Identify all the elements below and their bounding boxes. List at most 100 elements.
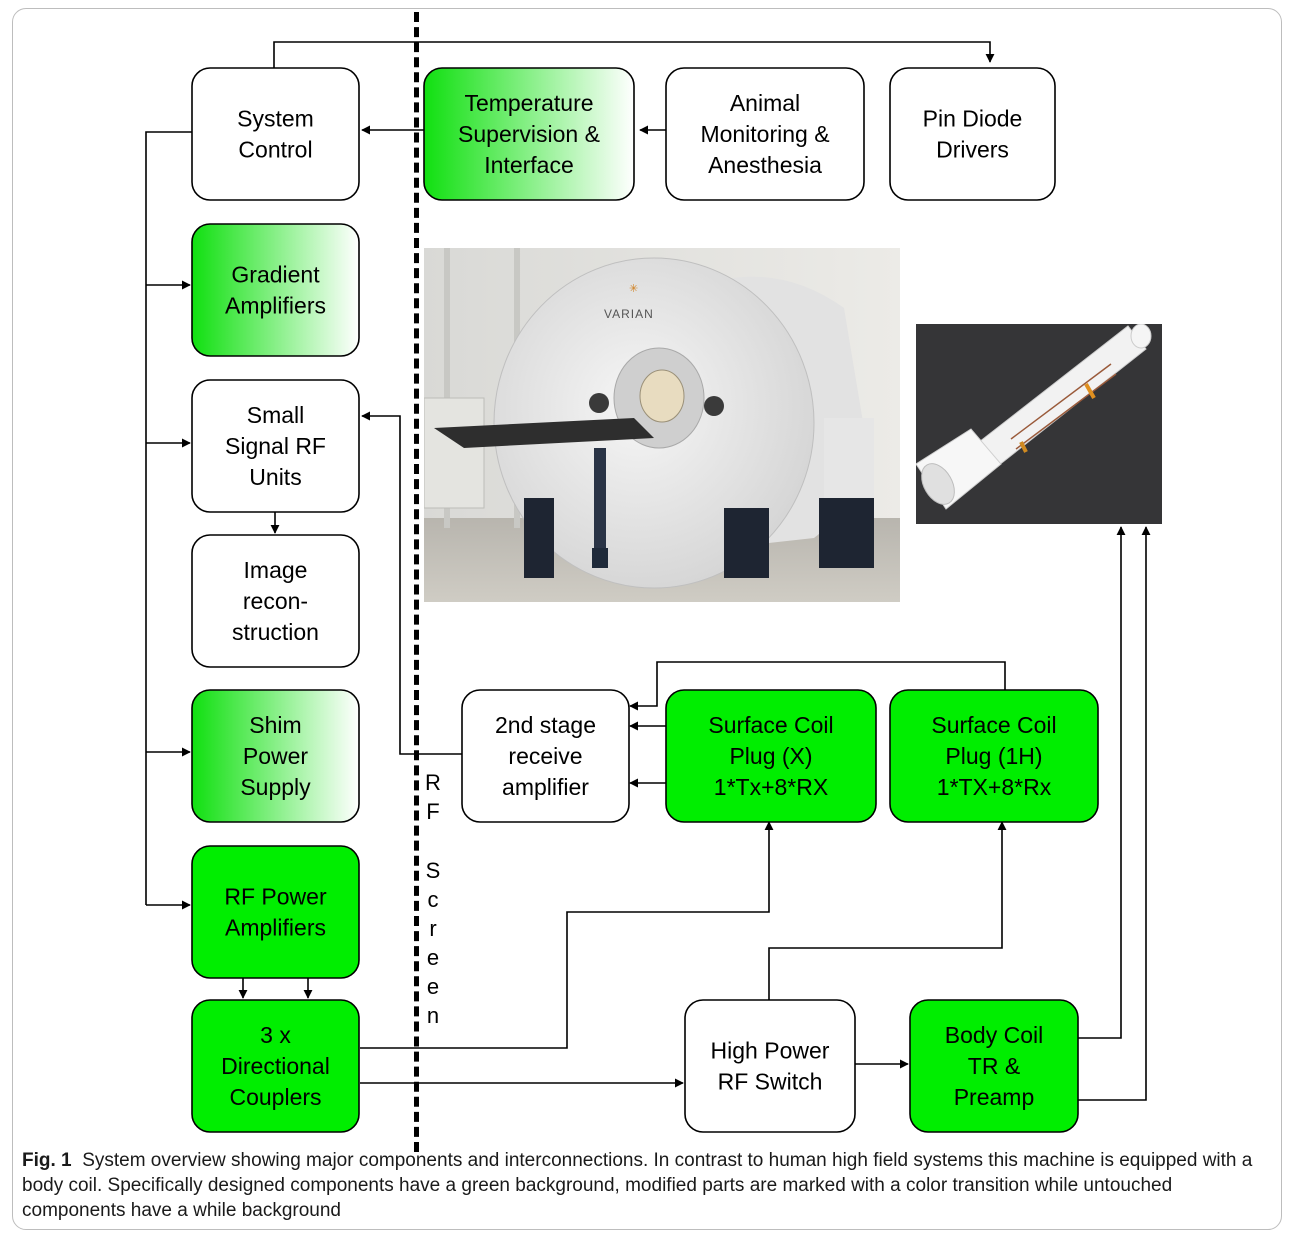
block-label-line: Directional [221, 1053, 330, 1079]
block-label-line: Amplifiers [225, 293, 326, 319]
block-label-line: Small [247, 402, 305, 428]
block-box [665, 67, 865, 201]
block-label-line: Plug (1H) [945, 743, 1042, 769]
block-label-line: Signal RF [225, 433, 326, 459]
block-box [191, 845, 360, 979]
block-label-line: 1*TX+8*Rx [937, 774, 1052, 800]
rf-screen-letter: c [428, 887, 439, 912]
block-label-line: Control [238, 137, 312, 163]
connector-bodycoil-photo-2 [1078, 526, 1151, 1101]
block-label-line: Image [244, 557, 308, 583]
block-label-line: receive [508, 743, 582, 769]
block-box [909, 999, 1079, 1133]
block-second-stage: 2nd stage receive amplifier [461, 689, 630, 823]
block-box [665, 689, 877, 823]
block-box [423, 67, 635, 201]
varian-logo-mark: ✳ [629, 283, 638, 295]
rf-screen-letter: r [429, 916, 436, 941]
block-label-line: Animal [730, 90, 800, 116]
block-label-line: Supervision & [458, 121, 600, 147]
block-box [889, 689, 1099, 823]
block-box [191, 999, 360, 1133]
block-label-line: Preamp [954, 1084, 1035, 1110]
varian-logo-text: VARIAN [604, 307, 654, 321]
connector-hpswitch-coil1h [768, 821, 1007, 1000]
rf-screen-letter: e [427, 945, 439, 970]
block-label-line: 2nd stage [495, 712, 596, 738]
block-label-line: Couplers [229, 1084, 321, 1110]
block-label-line: RF Switch [718, 1069, 823, 1095]
block-label-line: High Power [711, 1038, 830, 1064]
connector-coil1h-secondstage [629, 661, 1006, 711]
caption-label: Fig. 1 [22, 1150, 72, 1171]
connector-bodycoil-photo-1 [1078, 526, 1126, 1039]
block-label-line: Amplifiers [225, 915, 326, 941]
connector-sysctrl-pindiode [273, 41, 995, 68]
block-label-line: Anesthesia [708, 152, 822, 178]
block-box [684, 999, 856, 1133]
block-label-line: Surface Coil [931, 712, 1056, 738]
caption-text: System overview showing major components… [22, 1150, 1253, 1221]
block-label-line: Units [249, 464, 301, 490]
block-label-line: Pin Diode [923, 106, 1023, 132]
block-box [191, 223, 360, 357]
rf-screen-letter: S [426, 858, 441, 883]
block-label-line: Power [243, 743, 309, 769]
block-label-line: Body Coil [945, 1022, 1043, 1048]
block-label-line: struction [232, 619, 319, 645]
block-box [191, 534, 360, 668]
connector-secondstage-smallsignal [361, 411, 462, 755]
connector-left-bus [145, 131, 192, 905]
rf-screen-letter: F [426, 799, 439, 824]
block-hp-rf-switch: High Power RF Switch [684, 999, 856, 1133]
block-label-line: Gradient [231, 262, 320, 288]
block-label-line: RF Power [224, 884, 327, 910]
scanner-photo: ✳ VARIAN [424, 248, 900, 602]
block-box [461, 689, 630, 823]
block-label-line: System [237, 106, 314, 132]
block-label-line: Shim [249, 712, 301, 738]
block-box [191, 689, 360, 823]
block-label-line: 3 x [260, 1022, 291, 1048]
block-box [889, 67, 1056, 201]
block-label-line: 1*Tx+8*RX [714, 774, 828, 800]
rf-screen-letter: n [427, 1003, 439, 1028]
rf-screen-letter: e [427, 974, 439, 999]
block-label-line: Monitoring & [700, 121, 829, 147]
block-body-coil: Body Coil TR & Preamp [909, 999, 1079, 1133]
block-label-line: Temperature [464, 90, 593, 116]
block-label-line: Plug (X) [729, 743, 812, 769]
connector-couplers-coilx [360, 821, 774, 1049]
block-label-line: Surface Coil [708, 712, 833, 738]
block-image-recon: Image recon-struction [191, 534, 360, 668]
block-label-line: Drivers [936, 137, 1009, 163]
figure-border [12, 8, 1282, 1230]
block-label-line: Interface [484, 152, 574, 178]
rf-screen-line [414, 12, 419, 1152]
block-label-line: recon- [243, 588, 308, 614]
block-label-line: TR & [968, 1053, 1020, 1079]
block-box [191, 379, 360, 513]
block-label-line: amplifier [502, 774, 589, 800]
connectors [145, 41, 1151, 1101]
block-label-line: Supply [240, 774, 311, 800]
figure-caption: Fig. 1 System overview showing major com… [22, 1148, 1272, 1223]
coil-photo [916, 324, 1162, 524]
block-box [191, 67, 360, 201]
rf-screen-letter: R [425, 770, 441, 795]
